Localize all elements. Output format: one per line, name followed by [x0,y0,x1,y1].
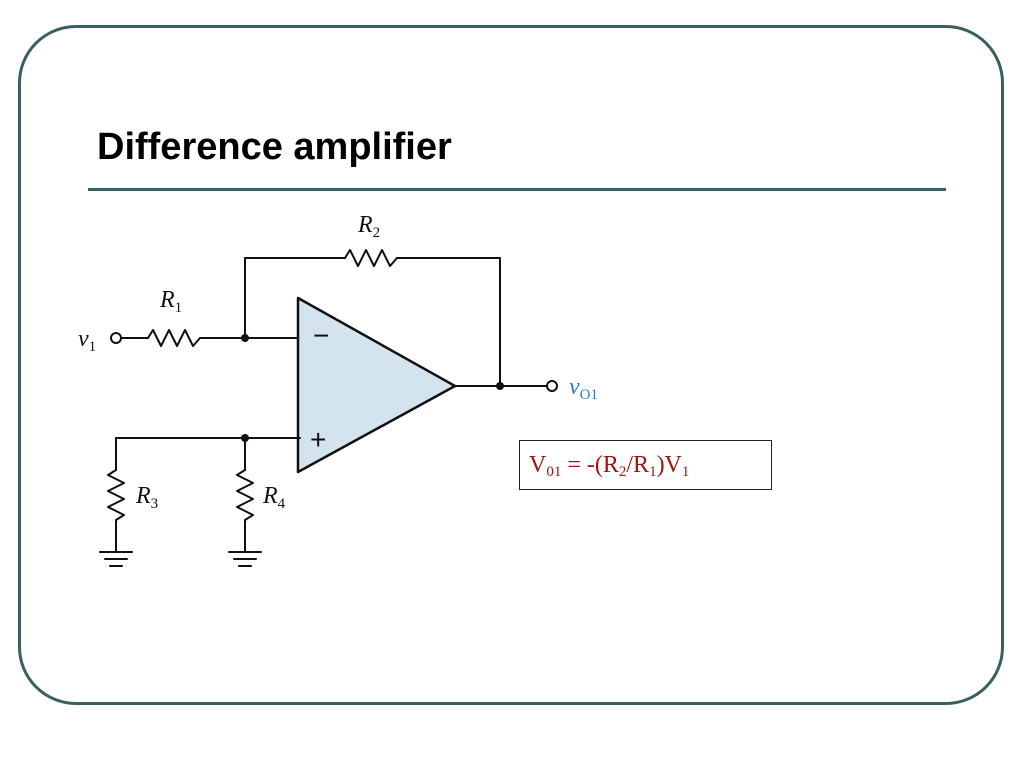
resistor-r1 [147,329,201,347]
title-underline [88,188,946,191]
ground-symbol-r4 [228,551,262,567]
label-v1: v1 [78,326,96,355]
ground-symbol-r3 [99,551,133,567]
resistor-r3 [107,469,125,521]
junction-dot-noninverting [241,434,249,442]
label-r1: R1 [159,287,182,316]
label-vo1: vO1 [569,374,598,403]
slide-frame [18,25,1004,705]
junction-dot-output [496,382,504,390]
opamp-minus-sign: − [313,320,329,351]
slide-title: Difference amplifier [97,126,452,168]
gain-equation-box: V01 = -(R2/R1)V1 [519,440,772,490]
input-terminal-v1 [110,332,122,344]
opamp-triangle [296,296,457,474]
label-r2: R2 [357,212,380,241]
output-terminal-vo1 [546,380,558,392]
resistor-r2 [344,249,398,267]
resistor-r4 [236,469,254,521]
opamp-plus-sign: + [310,424,326,455]
label-r3: R3 [135,483,158,512]
junction-dot-inverting [241,334,249,342]
label-r4: R4 [262,483,286,512]
